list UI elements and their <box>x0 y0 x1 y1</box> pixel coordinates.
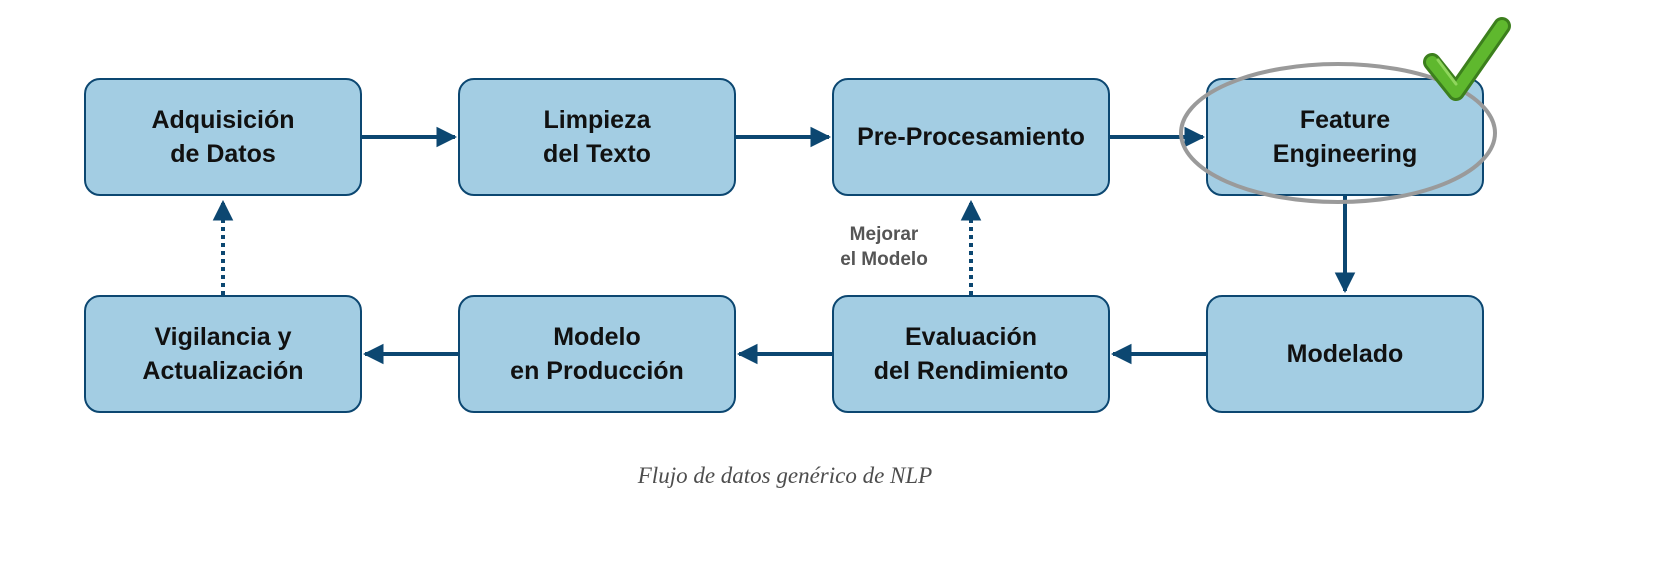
node-label: Vigilancia y Actualización <box>142 323 304 385</box>
node-label: Evaluación del Rendimiento <box>873 323 1069 385</box>
node-label: Pre-Procesamiento <box>857 123 1085 151</box>
diagram-caption: Flujo de datos genérico de NLP <box>637 463 933 488</box>
node-label: Modelo en Producción <box>510 323 684 385</box>
node-evaluacion-del-rendimiento: Evaluación del Rendimiento <box>832 295 1110 413</box>
node-label: Feature Engineering <box>1272 106 1418 168</box>
node-modelado: Modelado <box>1206 295 1484 413</box>
node-pre-procesamiento: Pre-Procesamiento <box>832 78 1110 196</box>
node-feature-engineering: Feature Engineering <box>1206 78 1484 196</box>
checkmark-icon <box>1423 17 1511 101</box>
node-modelo-en-produccion: Modelo en Producción <box>458 295 736 413</box>
feedback-label: Mejorar el Modelo <box>840 224 928 270</box>
node-vigilancia-y-actualizacion: Vigilancia y Actualización <box>84 295 362 413</box>
highlight-ellipse <box>1179 62 1497 204</box>
node-label: Adquisición de Datos <box>151 106 295 168</box>
node-limpieza-del-texto: Limpieza del Texto <box>458 78 736 196</box>
node-label: Limpieza del Texto <box>543 106 651 168</box>
node-label: Modelado <box>1286 340 1404 368</box>
node-adquisicion-de-datos: Adquisición de Datos <box>84 78 362 196</box>
